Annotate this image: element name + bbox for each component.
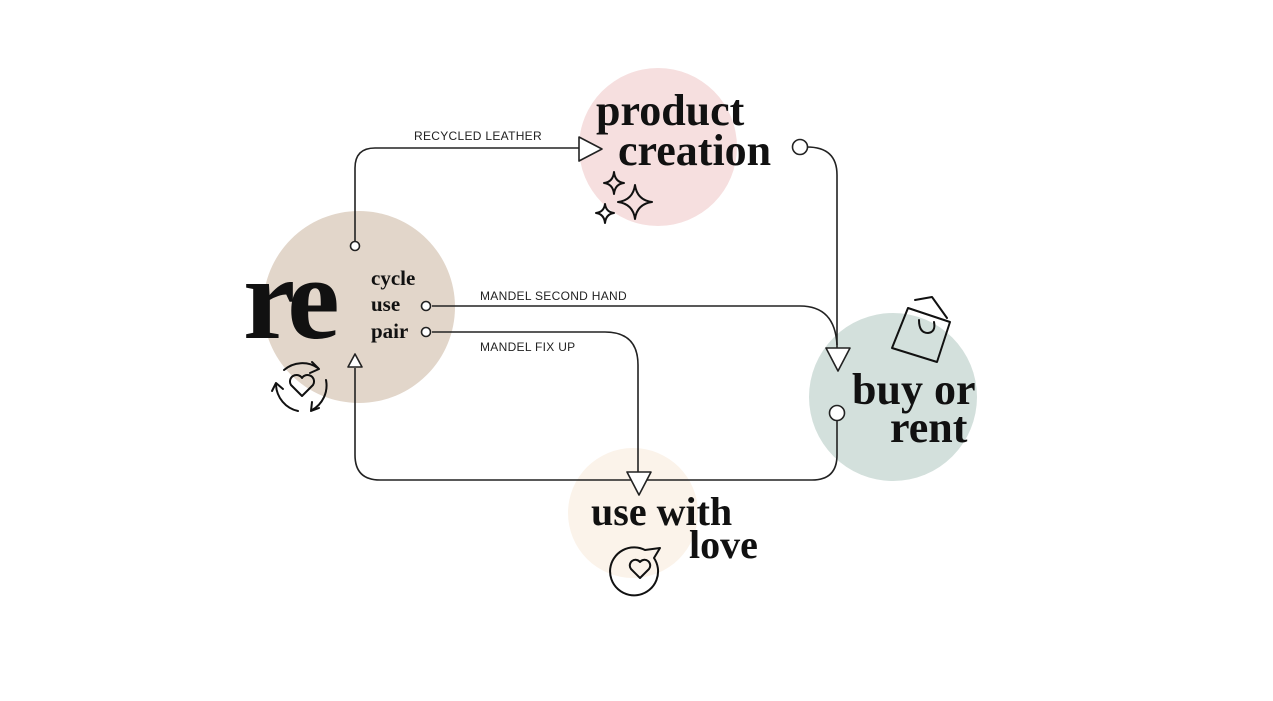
product-node-circle [579,68,737,226]
arrow-down-icon [825,347,851,372]
edge-buy-to-reuse [354,368,838,481]
connector-dot [828,404,846,422]
use-title-line1: use with [591,489,732,534]
buy-title-line2: rent [890,403,968,452]
sparkles-icon [595,171,653,224]
re-suffix-use: use [371,292,400,316]
connector-dot [349,240,361,252]
arrow-right-icon [578,136,603,162]
edge-label: RECYCLED LEATHER [414,129,542,143]
buy-title-line1: buy or [852,365,975,414]
edge-recycled-leather [354,147,580,245]
edge-product-to-buy [806,146,838,350]
re-suffix-pair: pair [371,319,408,343]
reuse-node-circle [263,211,455,403]
connector-dot [791,138,809,156]
edge-second-hand [432,305,838,346]
product-title-line1: product [596,86,745,135]
use-title-line2: love [689,522,758,567]
connector-dot [420,326,432,338]
heart-speech-bubble-icon [609,546,661,597]
re-prefix: re [243,233,337,364]
arrow-up-icon [347,353,363,368]
recycle-heart-icon [271,361,328,412]
product-title-line2: creation [618,126,771,175]
re-suffix-cycle: cycle [371,266,415,290]
edge-fix-up [432,331,639,474]
buy-node-circle [809,313,977,481]
edge-label: MANDEL SECOND HAND [480,289,627,303]
connector-dot [420,300,432,312]
edge-label: MANDEL FIX UP [480,340,575,354]
arrow-down-icon [626,471,652,496]
shopping-bag-icon [891,296,951,363]
